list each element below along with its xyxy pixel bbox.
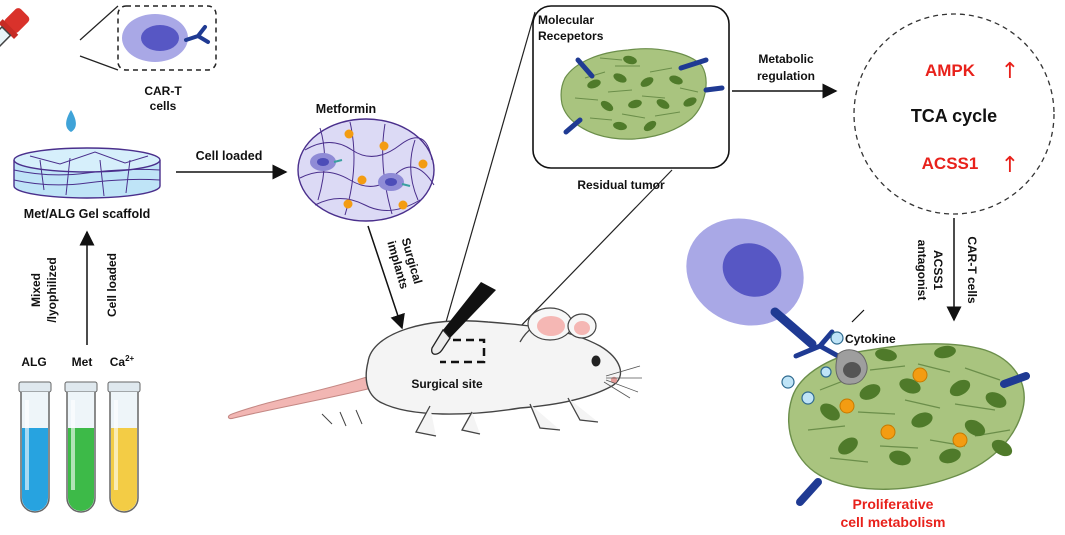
up-arrow-icon: ↑	[1001, 153, 1019, 178]
receptor-icon	[184, 25, 210, 44]
acss1-antagonist-label: antagonist	[915, 240, 929, 301]
scalpel-icon	[431, 282, 496, 355]
cart-cells-label: cells	[150, 99, 177, 113]
metformin-dot	[912, 367, 928, 383]
receptor-icon	[563, 117, 583, 135]
drop-icon	[66, 110, 76, 132]
tube-label-met: Met	[72, 355, 93, 369]
metabolism-circle	[853, 13, 1055, 215]
cytokine-dot	[820, 366, 832, 378]
acss1-label: ACSS1	[922, 154, 979, 173]
scaffold-label: Met/ALG Gel scaffold	[24, 207, 150, 221]
cell-loaded-vertical-label: Cell loaded	[105, 253, 119, 317]
mouse-illustration	[227, 307, 642, 437]
tube-label-ca: Ca2+	[110, 354, 135, 369]
receptor-icon	[793, 329, 841, 359]
cart-cell-inset	[117, 5, 217, 71]
pipette-icon	[0, 8, 76, 132]
tumor-inset	[532, 5, 730, 169]
receptor-icon	[703, 85, 725, 93]
metformin-dot	[357, 175, 367, 185]
tube-label-alg: ALG	[21, 355, 46, 369]
metabolic-regulation-label: regulation	[757, 69, 815, 83]
tca-cycle-label: TCA cycle	[911, 106, 997, 126]
mixed-label: /lyophilized	[45, 257, 59, 322]
molecular-receptors-label: Recepetors	[538, 29, 604, 43]
cytokine-dot	[830, 331, 844, 345]
acss1-antagonist-label: ACSS1	[931, 250, 945, 290]
metformin-dot	[880, 424, 896, 440]
metformin-dot	[343, 199, 353, 209]
eye-icon	[591, 355, 601, 367]
metformin-label: Metformin	[316, 102, 376, 116]
tube-alg	[18, 381, 52, 513]
scaffold-disk	[13, 147, 161, 199]
gel-network	[297, 118, 435, 222]
zoom-line	[79, 55, 119, 71]
tube-met	[64, 381, 98, 513]
mixed-label: Mixed	[29, 273, 43, 307]
metformin-dot	[344, 129, 354, 139]
tube-ca	[107, 381, 141, 513]
up-arrow-icon: ↑	[1001, 59, 1019, 84]
receptor-icon	[796, 478, 822, 506]
cell-loaded-label: Cell loaded	[196, 149, 263, 163]
receptor-icon	[575, 57, 595, 79]
proliferative-label: cell metabolism	[840, 514, 945, 530]
metformin-dot	[952, 432, 968, 448]
metformin-dot	[418, 159, 428, 169]
cart-cells-label: CAR-T	[144, 84, 182, 98]
receptor-icon	[678, 57, 709, 71]
molecular-receptors-label: Molecular	[538, 13, 594, 27]
cytokine-dot	[781, 375, 795, 389]
cytokine-pointer	[851, 309, 865, 323]
receptor-icon	[1000, 372, 1030, 388]
proliferative-label: Proliferative	[853, 496, 934, 512]
residual-tumor-label: Residual tumor	[577, 178, 665, 192]
zoom-line	[79, 5, 119, 41]
cytokine-dot	[801, 391, 815, 405]
metformin-dot	[398, 200, 408, 210]
arrow-surgical	[367, 225, 405, 330]
metabolic-regulation-label: Metabolic	[758, 52, 814, 66]
cart-cell-attacking	[686, 218, 868, 385]
ampk-label: AMPK	[925, 61, 976, 80]
zoom-line	[439, 11, 536, 344]
cytokine-label: Cytokine	[845, 332, 896, 346]
metformin-dot	[379, 141, 389, 151]
metformin-dot	[839, 398, 855, 414]
cart-cells-vertical-label: CAR-T cells	[965, 236, 979, 304]
surgical-site-label: Surgical site	[411, 377, 483, 391]
